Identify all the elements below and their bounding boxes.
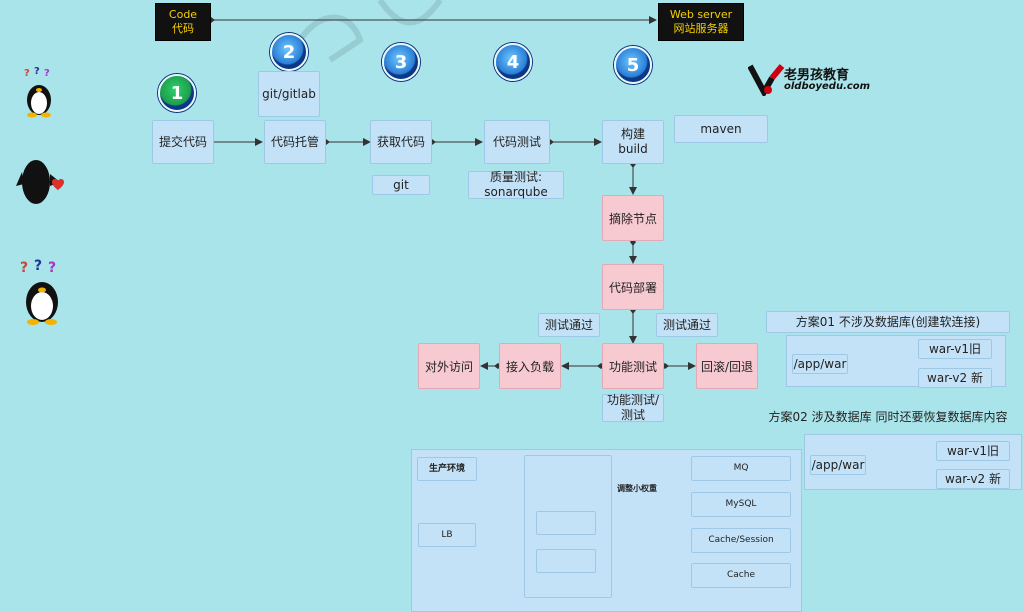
- step-4-badge: 4: [494, 43, 532, 81]
- fetch-code-box: 获取代码: [370, 120, 432, 164]
- quality-test-box: 质量测试: sonarqube: [468, 170, 564, 199]
- code-test-box: 代码测试: [484, 120, 550, 164]
- logo-v-icon: [748, 64, 785, 96]
- production-title: 生产环境: [417, 457, 477, 481]
- step-1-badge: 1: [158, 74, 196, 112]
- step-3-number: 3: [394, 51, 408, 73]
- svg-text:?: ?: [34, 66, 40, 77]
- svg-text:?: ?: [44, 68, 50, 79]
- maven-box: maven: [674, 115, 768, 143]
- deploy-code-box: 代码部署: [602, 264, 664, 310]
- plan02-path: /app/war: [810, 455, 866, 475]
- svg-text:?: ?: [24, 68, 30, 79]
- plan02-v1: war-v1旧: [936, 441, 1010, 461]
- lb-node-1: [536, 511, 596, 535]
- plan01-path: /app/war: [792, 354, 848, 374]
- web-server-line2: 网站服务器: [673, 22, 729, 35]
- function-test-note-line1: 功能测试/: [606, 393, 660, 407]
- step-1-number: 1: [170, 82, 184, 104]
- build-line2: build: [618, 142, 648, 156]
- step-3-badge: 3: [382, 43, 420, 81]
- remove-node-box: 摘除节点: [602, 195, 664, 241]
- external-access-box: 对外访问: [418, 343, 480, 389]
- test-pass-right-label: 测试通过: [656, 313, 718, 337]
- plan02-title: 方案02 涉及数据库 同时还要恢复数据库内容: [768, 410, 1008, 424]
- service-cache: Cache: [691, 563, 791, 588]
- code-box-line2: 代码: [172, 22, 194, 35]
- build-box: 构建 build: [602, 120, 664, 164]
- function-test-note-line2: 测试: [620, 408, 645, 422]
- quality-test-line1: 质量测试:: [489, 170, 543, 184]
- logo-subtitle: oldboyedu.com: [784, 81, 871, 92]
- submit-code-box: 提交代码: [152, 120, 214, 164]
- plan01-v2: war-v2 新: [918, 368, 992, 388]
- step-2-number: 2: [282, 41, 296, 63]
- code-box-line1: Code: [168, 8, 198, 21]
- penguin-heart-silhouette-icon: [16, 160, 64, 204]
- logo-title: 老男孩教育: [784, 68, 850, 83]
- svg-text:?: ?: [20, 260, 28, 276]
- penguin-confused-icon: ? ? ?: [24, 66, 51, 118]
- build-line1: 构建: [620, 127, 645, 141]
- step-5-number: 5: [626, 54, 640, 76]
- logo: 老男孩教育 oldboyedu.com: [748, 64, 871, 98]
- plan01-title: 方案01 不涉及数据库(创建软连接): [766, 311, 1010, 333]
- rollback-box: 回滚/回退: [696, 343, 758, 389]
- step-5-badge: 5: [614, 46, 652, 84]
- svg-text:?: ?: [34, 258, 42, 274]
- lb-node-2: [536, 549, 596, 573]
- web-server-line1: Web server: [669, 8, 733, 21]
- function-test-note: 功能测试/ 测试: [602, 393, 664, 422]
- plan01-v1: war-v1旧: [918, 339, 992, 359]
- service-cache-session: Cache/Session: [691, 528, 791, 553]
- production-lb: LB: [418, 523, 476, 547]
- weight-note: 调整小权重: [617, 484, 657, 493]
- join-lb-box: 接入负载: [499, 343, 561, 389]
- svg-text:?: ?: [48, 260, 56, 276]
- code-box: Code 代码: [155, 3, 211, 41]
- service-mq: MQ: [691, 456, 791, 481]
- plan02-v2: war-v2 新: [936, 469, 1010, 489]
- test-pass-left-label: 测试通过: [538, 313, 600, 337]
- function-test-box: 功能测试: [602, 343, 664, 389]
- web-server-box: Web server 网站服务器: [658, 3, 744, 41]
- code-hosting-box: 代码托管: [264, 120, 326, 164]
- penguin-question-icon: ? ? ?: [20, 258, 58, 325]
- quality-test-line2: sonarqube: [484, 185, 548, 199]
- step-2-badge: 2: [270, 33, 308, 71]
- service-mysql: MySQL: [691, 492, 791, 517]
- git-gitlab-box: git/gitlab: [258, 71, 320, 117]
- step-4-number: 4: [506, 51, 520, 73]
- git-tool-box: git: [372, 175, 430, 195]
